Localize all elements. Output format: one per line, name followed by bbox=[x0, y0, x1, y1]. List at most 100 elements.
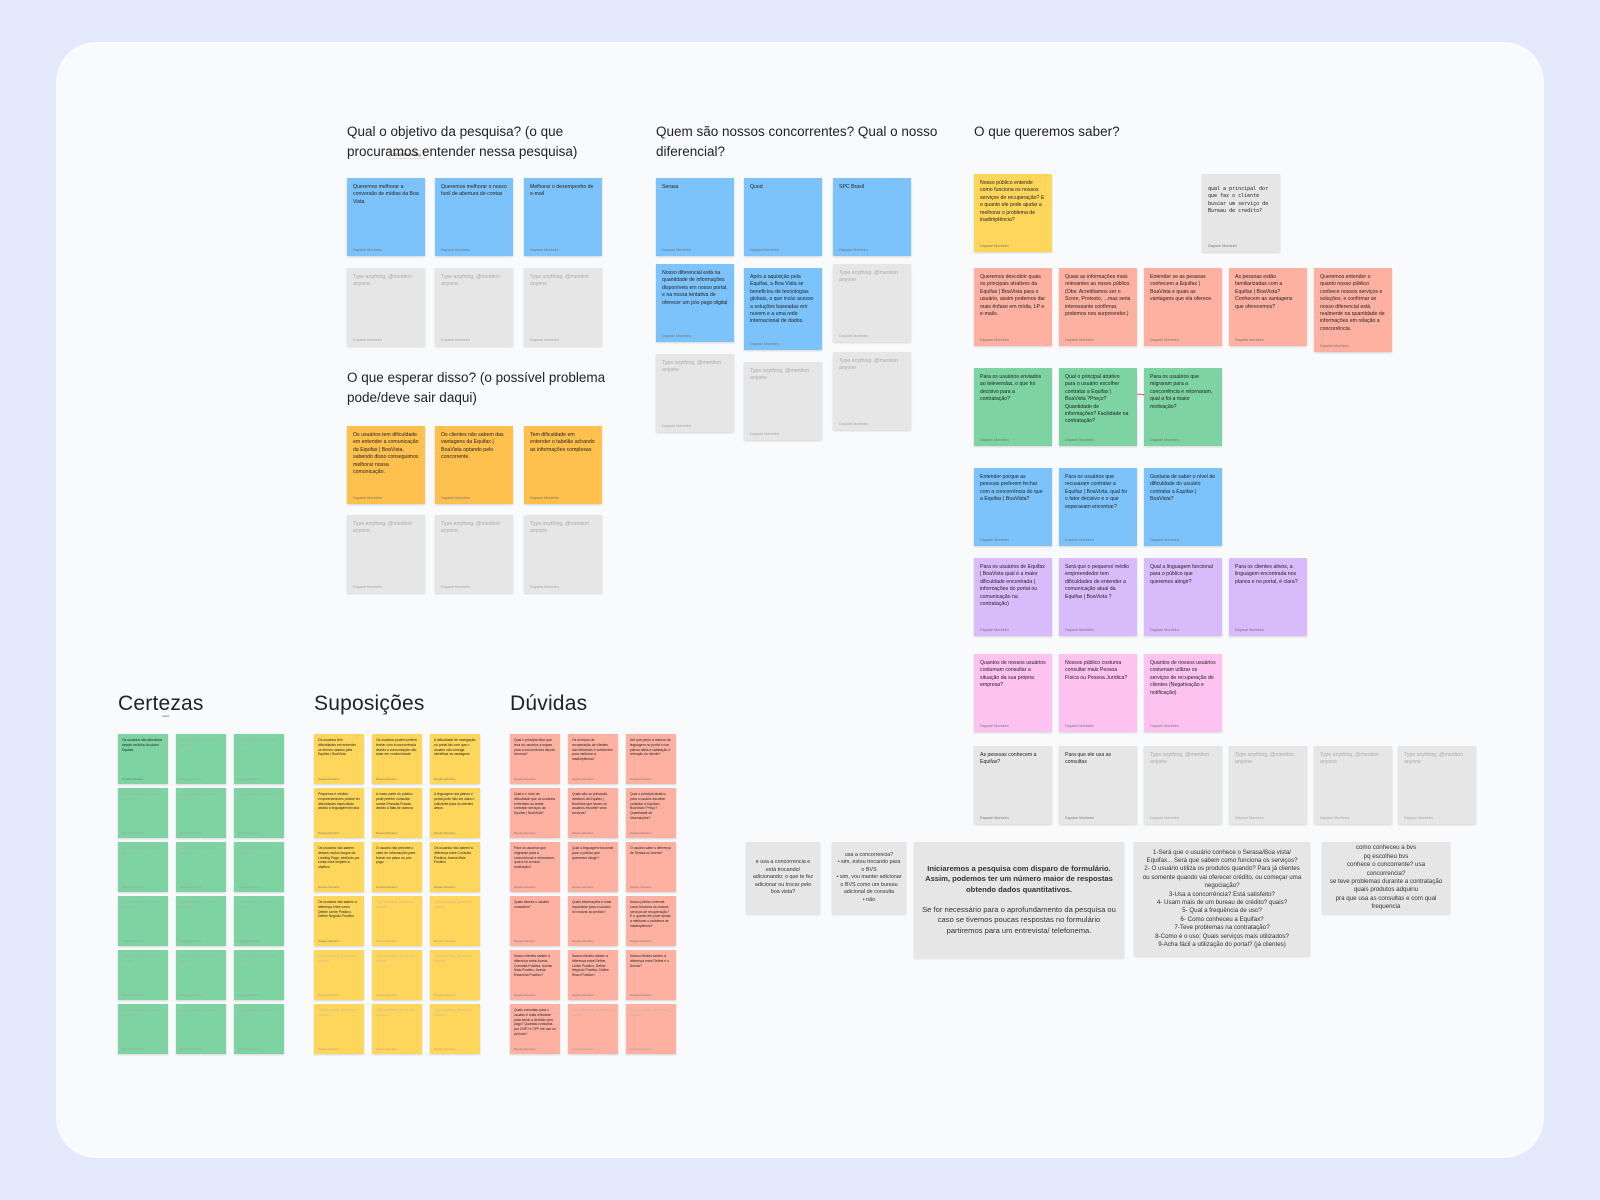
sticky-note[interactable]: Pequenos e médios empreendedores podem t… bbox=[314, 788, 364, 838]
sticky-note[interactable]: Nosso público entende como funciona os n… bbox=[626, 896, 676, 946]
sticky-note[interactable]: Os clientes não sabem das vantagens da E… bbox=[435, 426, 513, 504]
sticky-note[interactable]: Nosso público entende como funciona os n… bbox=[974, 174, 1052, 252]
sticky-note[interactable]: Quantos de nossos usuários costumam cons… bbox=[974, 654, 1052, 732]
sticky-note[interactable]: Qual a linguagem funcional para o públic… bbox=[1144, 558, 1222, 636]
sticky-note[interactable]: Qual o principal atrativo para o usuário… bbox=[626, 788, 676, 838]
sticky-note[interactable]: Os usuários tem dificuldade em entender … bbox=[347, 426, 425, 504]
whiteboard-canvas[interactable]: Brainstorming Label Qual o objetivo da p… bbox=[56, 42, 1544, 1158]
text-card[interactable]: e usa a concorrencia e está trocando/ ad… bbox=[746, 842, 820, 914]
sticky-note[interactable]: Quais informações é mais importante para… bbox=[568, 896, 618, 946]
sticky-note[interactable]: Nosso diferencial está na quantidade de … bbox=[656, 264, 734, 342]
sticky-note[interactable]: Nosso clientes sabem a diferença entre D… bbox=[626, 950, 676, 1000]
sticky-note[interactable]: Para os usuários que migraram para a con… bbox=[510, 842, 560, 892]
sticky-note[interactable]: Os serviços de recuperação de clientes s… bbox=[568, 734, 618, 784]
sticky-note[interactable]: Quais são os principais atrativos da Equ… bbox=[568, 788, 618, 838]
sticky-note[interactable]: Queremos entender o quanto nosso público… bbox=[1314, 268, 1392, 352]
sticky-note[interactable]: Quais consultas para o usuário é mais re… bbox=[510, 1004, 560, 1054]
sticky-note[interactable]: Queremos melhorar a conversão de mídias … bbox=[347, 178, 425, 256]
sticky-note[interactable]: Para os usuários que migraram para a con… bbox=[1144, 368, 1222, 446]
sticky-note[interactable]: Qual o principal atrativo para o usuário… bbox=[1059, 368, 1137, 446]
sticky-note[interactable]: O usuário não percebe o valor de informa… bbox=[372, 842, 422, 892]
sticky-note[interactable]: Os usuários não sabem desses muitos long… bbox=[314, 842, 364, 892]
sticky-note[interactable]: Qual a linguagem funcional para o públic… bbox=[568, 842, 618, 892]
sticky-note[interactable]: Os usuários podem preferir fechar com a … bbox=[372, 734, 422, 784]
sticky-note[interactable]: Queremos melhorar o nosso funil de abert… bbox=[435, 178, 513, 256]
sticky-note[interactable]: Para os usuários enviados ao televendas,… bbox=[974, 368, 1052, 446]
sticky-note[interactable]: A linguagem nos planos e portal pode não… bbox=[430, 788, 480, 838]
sticky-note[interactable]: A dificuldade de navegação no portal faz… bbox=[430, 734, 480, 784]
sticky-note[interactable]: Quantos de nossos usuários costumam util… bbox=[1144, 654, 1222, 732]
sticky-note[interactable]: Qual o principal fator que leva os usuár… bbox=[510, 734, 560, 784]
sticky-note[interactable]: Entender porque as pessoas preferem fech… bbox=[974, 468, 1052, 546]
sticky-note[interactable]: Qual é o nível de dificuldade que os usu… bbox=[510, 788, 560, 838]
sticky-note[interactable]: Queremos descobrir quais os principais a… bbox=[974, 268, 1052, 346]
sticky-note[interactable]: Será que o pequeno/ médio empreendedor t… bbox=[1059, 558, 1137, 636]
sticky-note[interactable]: As pessoas conhecem a Equifax?Dayane Mon… bbox=[974, 746, 1052, 824]
sticky-note[interactable]: A maior parte do público pode preferir c… bbox=[372, 788, 422, 838]
text-card[interactable]: usa a concorrencia? • sim, estou trocand… bbox=[832, 842, 906, 914]
text-card[interactable]: 1-Será que o usuário conhece o Serasa/Bo… bbox=[1134, 842, 1310, 956]
sticky-note[interactable]: Para os usuários que recusaram contratar… bbox=[1059, 468, 1137, 546]
sticky-note[interactable]: Nossos público costuma consultar mais Pe… bbox=[1059, 654, 1137, 732]
sticky-note[interactable]: Para os clientes ativos, a linguagem enc… bbox=[1229, 558, 1307, 636]
sticky-note[interactable]: Para os usuários de Equifax | BoaVista q… bbox=[974, 558, 1052, 636]
sticky-note[interactable]: Tem dificuldade em entender o tabelão ac… bbox=[524, 426, 602, 504]
sticky-note[interactable]: Os usuários têm dificuldades em entender… bbox=[314, 734, 364, 784]
sticky-note[interactable]: Quais as informações mais relevantes ao … bbox=[1059, 268, 1137, 346]
frame-label-small[interactable]: Label bbox=[162, 714, 170, 718]
sticky-note[interactable]: Entender se as pessoas conhecem a Equifa… bbox=[1144, 268, 1222, 346]
sticky-note[interactable]: Os usuários não sabem a diferença entre … bbox=[430, 842, 480, 892]
sticky-note[interactable]: Nosso clientes sabem a diferença entre D… bbox=[568, 950, 618, 1000]
sticky-note[interactable]: Após a aquisição pela Equifax, a Boa Vis… bbox=[744, 268, 822, 350]
sticky-note[interactable]: Os usuários não sabem a diferença entre … bbox=[314, 896, 364, 946]
sticky-note[interactable]: Quais fatores o usuário considera?Dayane… bbox=[510, 896, 560, 946]
sticky-note[interactable]: Nosso clientes sabem a diferença entre A… bbox=[510, 950, 560, 1000]
text-card[interactable]: como conheceu a bvs pq escolheu bvs conh… bbox=[1322, 842, 1450, 914]
frame-label[interactable]: Brainstorming bbox=[389, 150, 425, 159]
sticky-note[interactable]: O usuário sabe a diferença de Serasa ou … bbox=[626, 842, 676, 892]
sticky-note[interactable]: qual a principal dor que faz o cliente b… bbox=[1202, 174, 1280, 252]
